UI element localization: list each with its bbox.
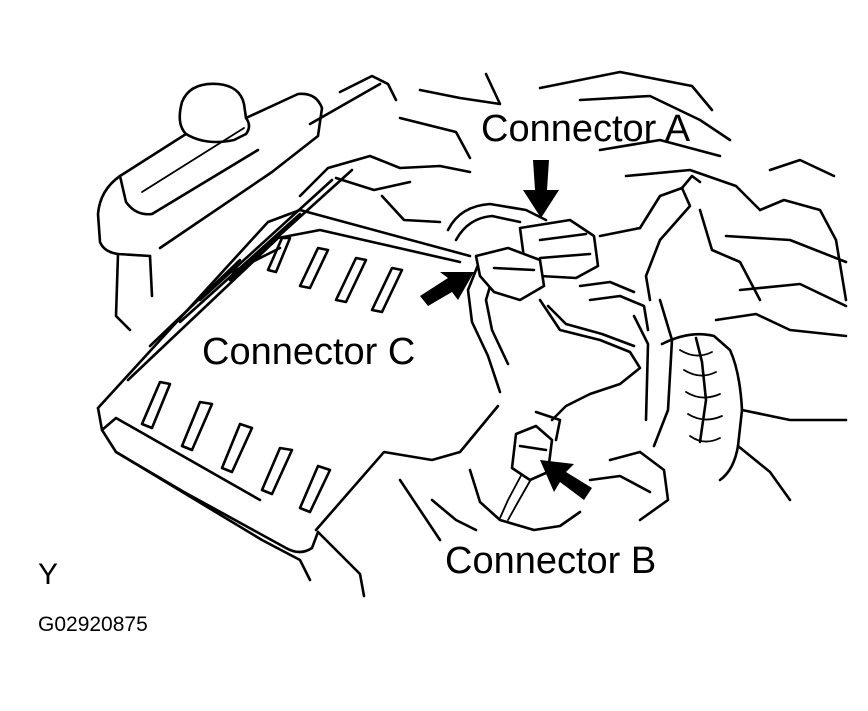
arrow-to-connector-b — [540, 460, 592, 500]
arrow-to-connector-a — [523, 160, 559, 218]
reservoir-tank — [96, 82, 324, 332]
figure-id: G02920875 — [38, 613, 148, 636]
connector-a-label: Connector A — [481, 108, 691, 150]
air-cleaner-box — [96, 74, 500, 598]
view-letter: Y — [38, 558, 59, 591]
connector-c-label: Connector C — [202, 331, 416, 373]
arrow-to-connector-c — [420, 272, 474, 306]
connector-b-label: Connector B — [445, 540, 657, 582]
engine-block — [298, 70, 848, 522]
connector-c-body — [474, 246, 546, 302]
connector-b-body — [510, 410, 562, 482]
